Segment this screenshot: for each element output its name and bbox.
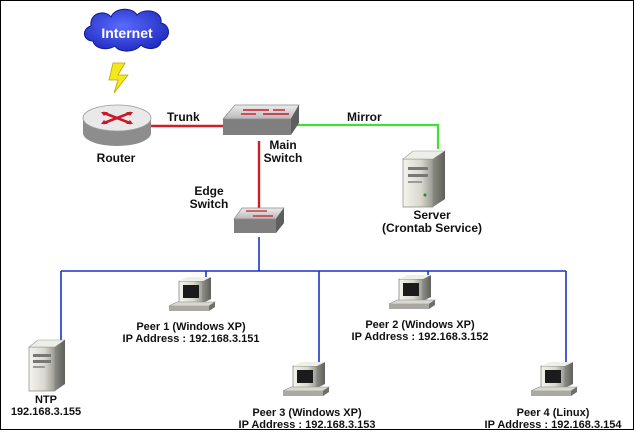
edge-switch-label-line1: Edge xyxy=(194,184,224,198)
main-switch-label: Main Switch xyxy=(264,139,303,165)
trunk-label: Trunk xyxy=(167,110,200,124)
mirror-link xyxy=(291,123,440,149)
peer2-pc-icon xyxy=(388,275,436,309)
peer3-name: Peer 3 (Windows XP) xyxy=(252,407,362,419)
main-switch-label-line1: Main xyxy=(269,138,297,152)
ntp-name: NTP xyxy=(34,394,57,406)
mirror-label: Mirror xyxy=(347,110,382,124)
peer2-ip: IP Address : 192.168.3.152 xyxy=(351,331,489,343)
peer3-label: Peer 3 (Windows XP) IP Address : 192.168… xyxy=(238,407,376,430)
edge-switch-label: Edge Switch xyxy=(190,185,229,211)
router-icon xyxy=(82,104,152,146)
peer4-ip: IP Address : 192.168.3.154 xyxy=(484,419,622,430)
router-label: Router xyxy=(96,151,136,165)
peer4-name: Peer 4 (Linux) xyxy=(516,407,590,419)
server-icon xyxy=(402,150,446,208)
ntp-server-icon xyxy=(28,339,66,392)
peer1-name: Peer 1 (Windows XP) xyxy=(136,321,246,333)
peer3-pc-icon xyxy=(282,362,330,396)
edge-switch-icon xyxy=(233,207,285,233)
ntp-ip: 192.168.3.155 xyxy=(10,406,82,418)
main-switch-icon xyxy=(222,104,300,135)
peer1-ip: IP Address : 192.168.3.151 xyxy=(122,333,260,345)
peer2-label: Peer 2 (Windows XP) IP Address : 192.168… xyxy=(352,319,489,343)
server-name: Server xyxy=(413,208,451,222)
main-switch-label-line2: Switch xyxy=(263,151,303,165)
lan-links xyxy=(60,237,567,369)
peer4-pc-icon xyxy=(530,362,578,396)
peer3-ip: IP Address : 192.168.3.153 xyxy=(238,419,376,430)
server-label: Server (Crontab Service) xyxy=(382,209,482,235)
internet-label: Internet xyxy=(101,25,153,41)
internet-cloud-icon xyxy=(84,8,169,52)
lightning-icon xyxy=(108,62,129,94)
peer1-label: Peer 1 (Windows XP) IP Address : 192.168… xyxy=(123,321,260,345)
peer4-label: Peer 4 (Linux) IP Address : 192.168.3.15… xyxy=(484,407,622,430)
ntp-label: NTP 192.168.3.155 xyxy=(11,394,81,418)
peer1-pc-icon xyxy=(168,277,216,311)
peer2-name: Peer 2 (Windows XP) xyxy=(365,319,475,331)
server-service: (Crontab Service) xyxy=(381,221,483,235)
edge-switch-label-line2: Switch xyxy=(189,197,229,211)
trunk-links xyxy=(151,124,261,208)
